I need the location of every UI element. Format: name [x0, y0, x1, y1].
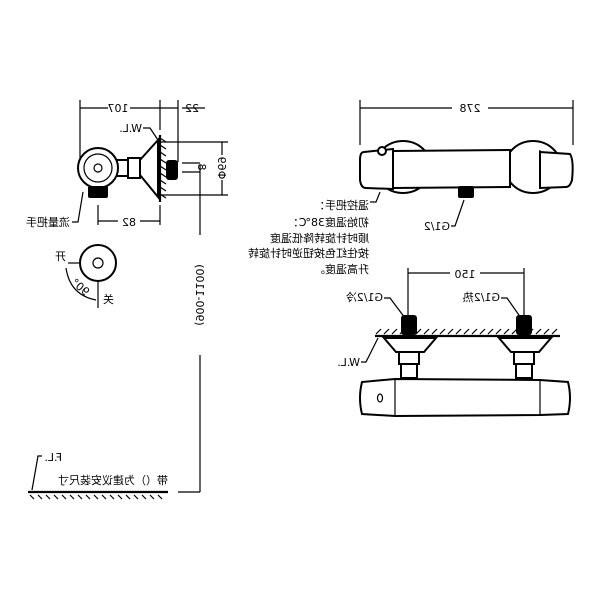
rotation-angle: 90° — [69, 276, 92, 298]
flow-handle-rotation — [79, 244, 117, 282]
note-line: 顺时针旋转降低温度 — [270, 231, 369, 245]
mixer-body — [359, 377, 571, 418]
dim-spacing: 150 — [455, 268, 476, 281]
cold-inlet-thread — [401, 315, 417, 335]
inlet-thread — [166, 160, 178, 180]
dim-flange: Φ69 — [215, 157, 228, 180]
flow-handle-label: 流量把手 — [26, 215, 70, 229]
dim-depth: 82 — [122, 216, 136, 229]
dim-width: 107 — [108, 102, 129, 115]
hot-inlet-label: G1/2热 — [463, 291, 500, 304]
floor: F.L. 带（）为建议安装尺寸 — [28, 451, 168, 500]
temp-handle-notes: 温控把手： 初始温度38℃： 顺时针旋转降低温度 按住红色按钮逆时针旋转 升高温… — [248, 198, 369, 276]
wall-label-front: W.L. — [337, 356, 360, 369]
floor-label: F.L. — [44, 451, 62, 464]
height-range: (900-1100) — [193, 264, 206, 326]
hot-inlet-thread — [516, 315, 532, 335]
side-view: 107 22 W.L. 8 Φ69 82 流量把手 开 90° 关 (900-1… — [26, 100, 228, 493]
cold-inlet-label: G1/2冷 — [346, 291, 383, 304]
dim-offset: 22 — [185, 102, 199, 115]
nut — [127, 157, 141, 179]
dim-length: 278 — [460, 102, 481, 115]
outlet-thread — [458, 186, 474, 198]
note-line: 温控把手： — [314, 198, 369, 212]
outlet-label: G1/2 — [424, 220, 450, 233]
top-view: G1/2 278 温控把手： 初始温度38℃： 顺时针旋转降低温度 按住红色按钮… — [248, 100, 574, 276]
flange — [139, 137, 159, 200]
note-line: 初始温度38℃： — [288, 215, 369, 229]
dim-pipe: 8 — [195, 164, 208, 171]
front-view: 150 G1/2冷 G1/2热 W.L. — [337, 268, 571, 418]
install-note: 带（）为建议安装尺寸 — [58, 473, 168, 487]
note-line: 按住红色按钮逆时针旋转 — [248, 246, 369, 260]
wall-label-side: W.L. — [119, 122, 142, 135]
note-line: 升高温度。 — [314, 262, 369, 276]
open-label: 开 — [55, 250, 66, 263]
close-label: 关 — [103, 292, 114, 306]
